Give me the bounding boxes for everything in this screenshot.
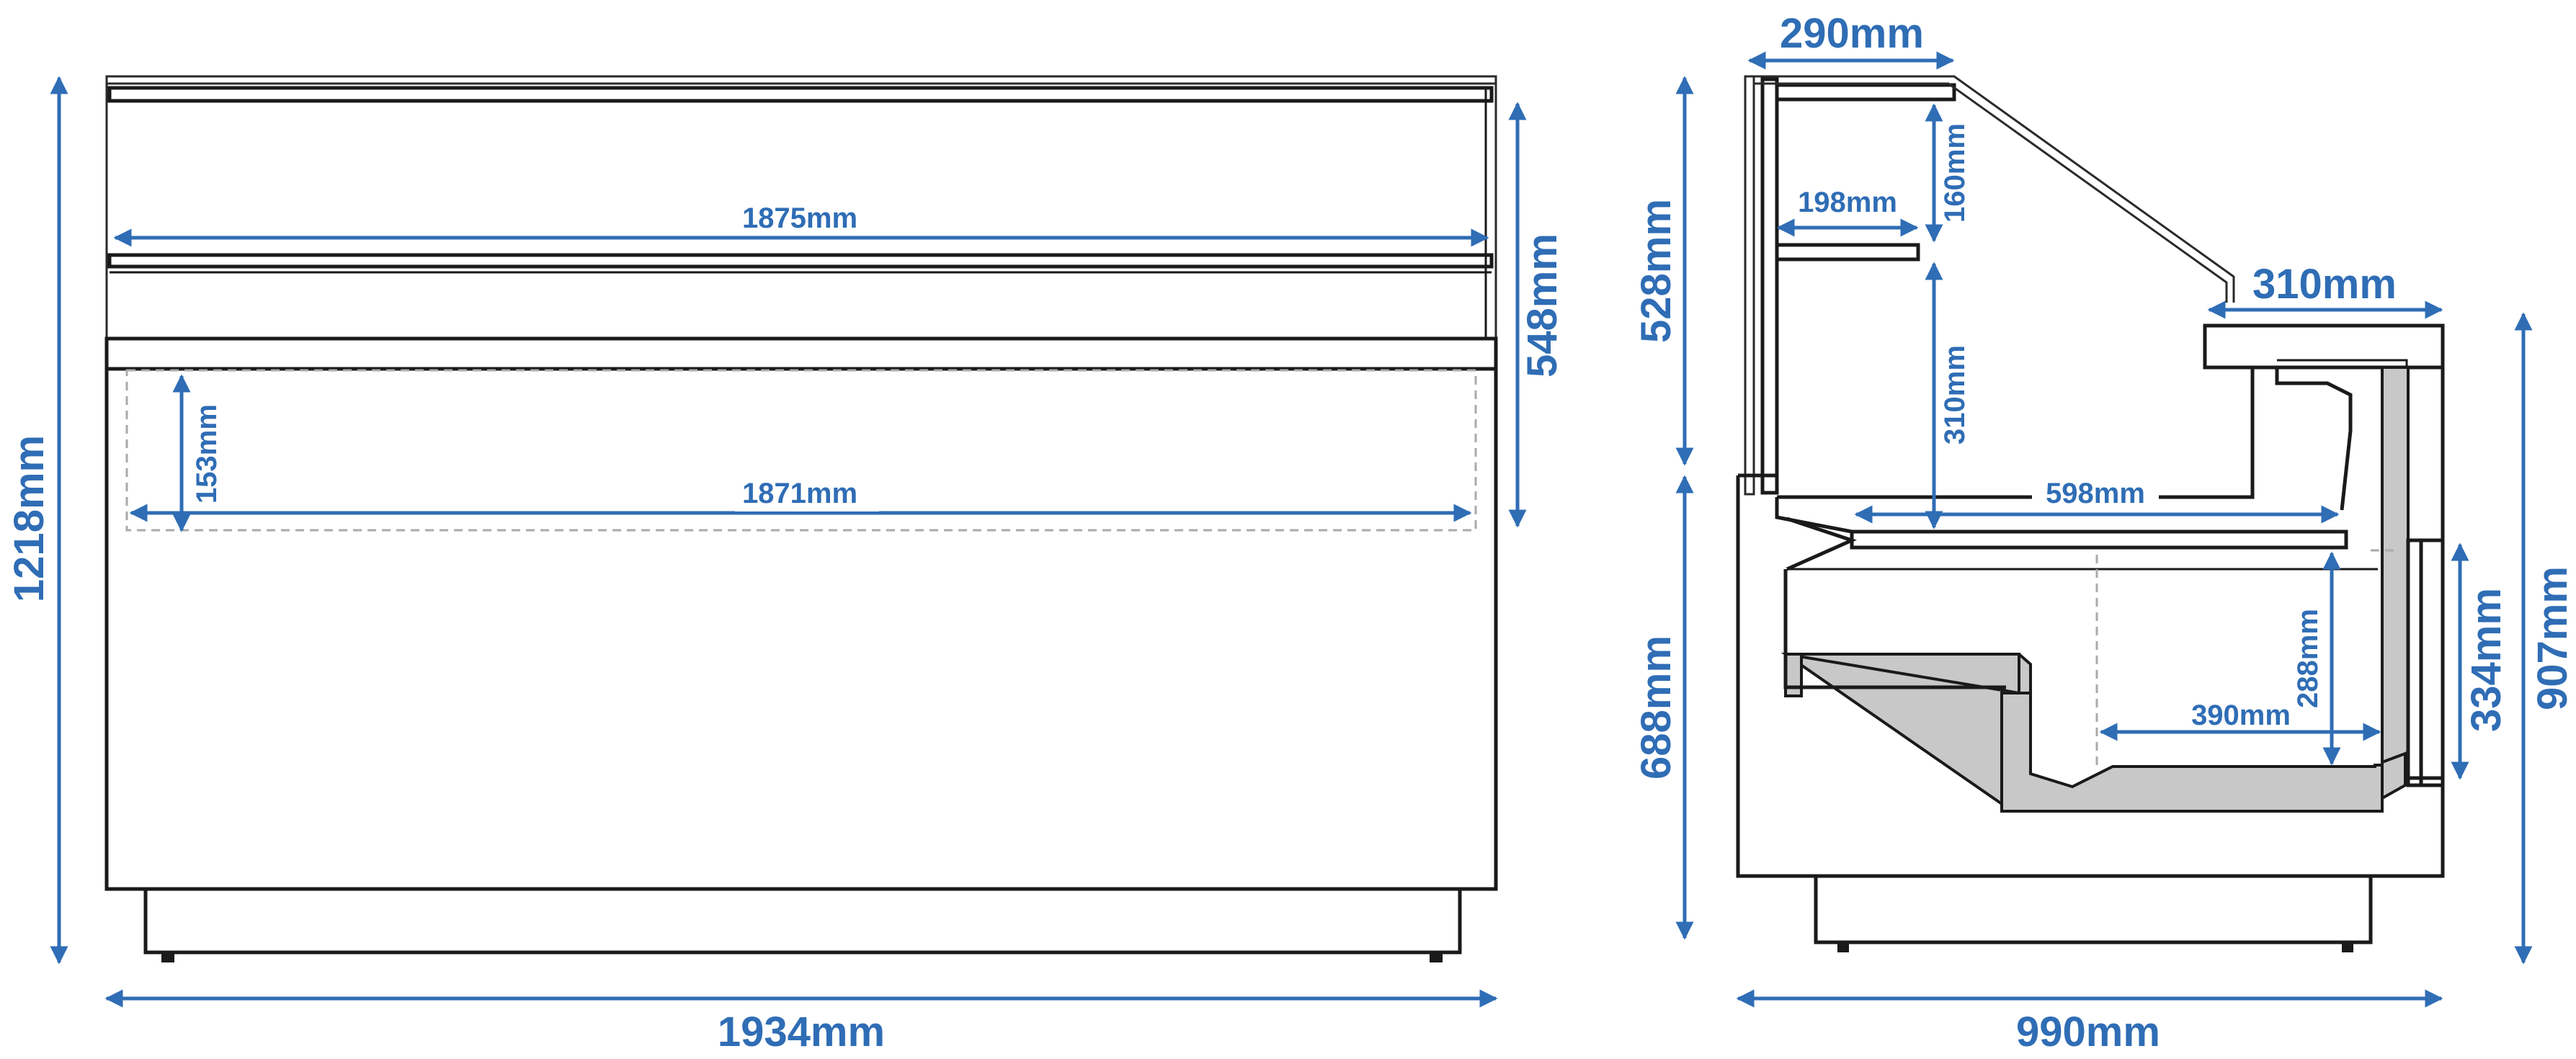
side-front-glass xyxy=(1748,75,2235,303)
label-deck-depth-side: 598mm xyxy=(2046,478,2145,509)
side-view: 290mm 198mm 160mm 310mm 528mm 688mm 310m… xyxy=(1633,10,2576,1055)
side-plinth xyxy=(1814,874,2373,952)
front-view: 1875mm 1871mm 153mm 548mm 1218mm 1934mm xyxy=(6,75,1566,1055)
label-deck-depth: 153mm xyxy=(191,404,223,504)
label-deck-width: 1871mm xyxy=(742,478,857,509)
front-plinth xyxy=(143,887,1462,962)
label-total-height: 1218mm xyxy=(6,435,53,602)
label-upper-shelf-width: 1875mm xyxy=(742,202,857,234)
label-rear-panel-height: 334mm xyxy=(2463,588,2510,732)
label-base-height: 688mm xyxy=(1633,635,1680,779)
label-superstructure-height: 528mm xyxy=(1633,199,1680,343)
side-rear-upright xyxy=(1744,75,1779,496)
front-dimensions: 1875mm 1871mm 153mm 548mm 1218mm 1934mm xyxy=(6,76,1566,1055)
side-display-deck xyxy=(1775,497,2378,571)
label-shelf-gap: 160mm xyxy=(1939,123,1971,223)
label-total-width: 1934mm xyxy=(718,1009,885,1055)
label-well-width: 390mm xyxy=(2191,700,2291,731)
label-well-height: 288mm xyxy=(2292,609,2324,708)
side-dimensions: 290mm 198mm 160mm 310mm 528mm 688mm 310m… xyxy=(1633,10,2576,1055)
label-counter-width: 310mm xyxy=(2252,261,2397,308)
label-shelf-width: 198mm xyxy=(1798,187,1897,218)
side-middle-shelf xyxy=(1775,243,1920,262)
label-glass-height: 548mm xyxy=(1519,233,1566,377)
label-total-height-side: 907mm xyxy=(2529,566,2576,710)
label-total-depth: 990mm xyxy=(2016,1009,2160,1055)
side-top-shelf xyxy=(1775,83,1956,102)
label-top-shelf-width: 290mm xyxy=(1780,10,1924,57)
front-counter-body xyxy=(104,336,1498,891)
label-lower-gap: 310mm xyxy=(1939,345,1971,444)
